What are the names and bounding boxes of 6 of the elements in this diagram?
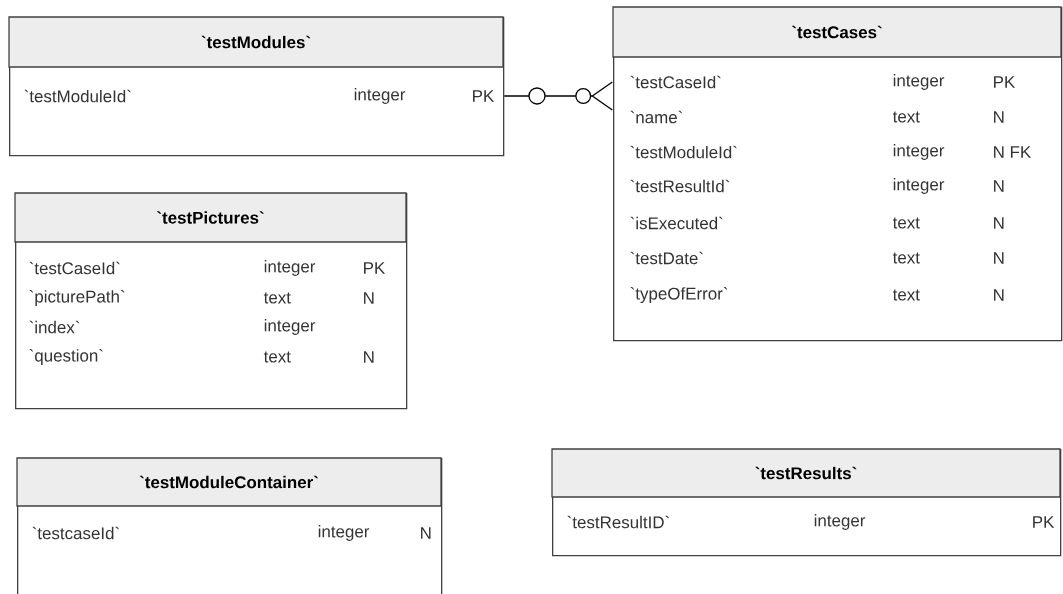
table-box: `testModules` `testModuleId` integer PK [8,16,505,157]
table-box: `testCases` `testCaseId` integer PK `name` text N `testModuleId` integer N FK `testResultId` integer N `isExecuted` text N `testDate` text N `typeOfError` text N [612,6,1063,342]
table-box: `testPictures` `testCaseId` integer PK `picturePath` text N `index` integer `question` text N [14,192,408,410]
relationship-line [503,81,613,111]
table-box: `testModuleContainer` `testcaseId` integer N [16,457,443,594]
table-box: `testResults` `testResultID` integer PK [551,448,1062,557]
